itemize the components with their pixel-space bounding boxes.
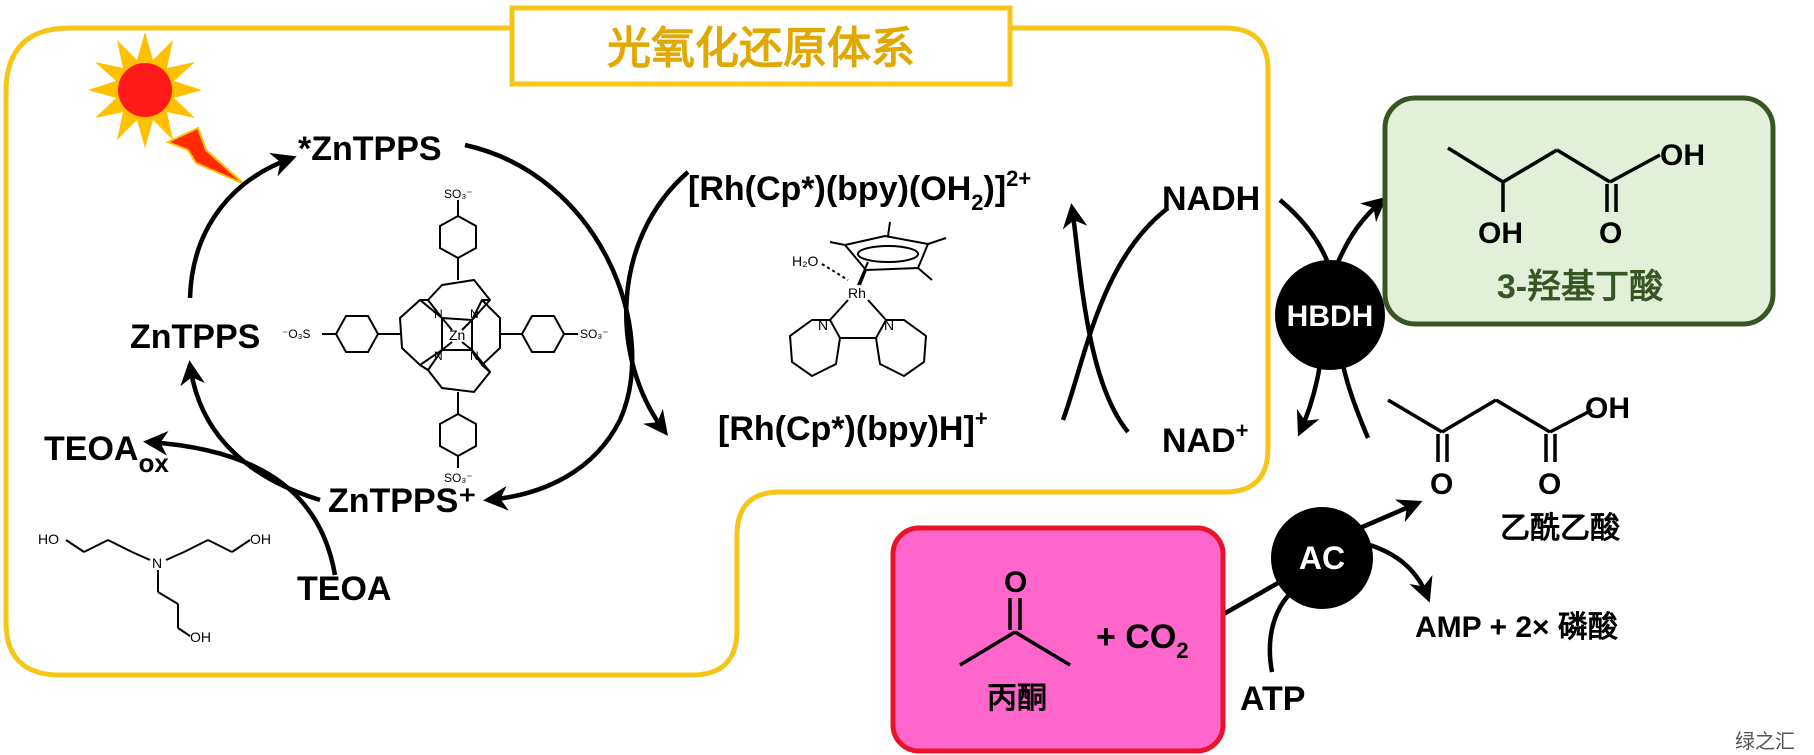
rh-aqua-sup: 2+ [1006, 166, 1031, 191]
rh-hydride-label: [Rh(Cp*)(bpy)H]+ [718, 406, 988, 448]
watermark: 绿之汇 [1735, 730, 1795, 753]
porphyrin-so3-bottom: SO₃⁻ [444, 471, 473, 485]
nad-sup: + [1236, 418, 1249, 443]
co2-sub: 2 [1176, 638, 1188, 663]
amp-label: AMP + 2× 磷酸 [1415, 611, 1619, 644]
acetone-structure [959, 598, 1071, 667]
teoa-ox-label: TEOAox [44, 430, 169, 478]
arrow-excite [187, 152, 297, 299]
rh-aqua-main: [Rh(Cp*)(bpy)(OH [688, 170, 971, 208]
teoa-oh-bottom: OH [190, 629, 211, 645]
arrow-quench [464, 142, 635, 511]
zntpps-plus-label: ZnTPPS⁺ [328, 482, 476, 520]
sun-icon [88, 32, 202, 148]
teoa-n: N [152, 555, 162, 571]
atp-label: ATP [1240, 680, 1305, 718]
porphyrin-so3-left: ⁻O₃S [282, 327, 311, 341]
ac-enzyme [1271, 507, 1373, 609]
teoa-ox-sub: ox [138, 448, 169, 478]
teoa-ox-main: TEOA [44, 430, 138, 468]
porphyrin-n4: N [470, 349, 479, 363]
nadh-label: NADH [1162, 180, 1260, 218]
arrow-ac-to-acetoacetate [1359, 499, 1423, 531]
rh-hydride-sup: + [975, 406, 988, 431]
3-hydroxybutyrate-structure [1447, 146, 1661, 212]
arrow-nad-to-nadh [1060, 206, 1170, 421]
zntpps-label: ZnTPPS [130, 318, 260, 356]
porphyrin-n1: N [434, 307, 443, 321]
product-box [1382, 95, 1776, 327]
rh-complex-structure [788, 221, 947, 378]
acetone-label: 丙酮 [987, 682, 1047, 715]
product-o: O [1599, 217, 1622, 250]
hbdh-label: HBDH [1287, 300, 1374, 333]
nad-main: NAD [1162, 422, 1236, 460]
rh-h2o: H₂O [792, 253, 819, 269]
porphyrin-n3: N [434, 349, 443, 363]
acetoacetate-structure [1387, 398, 1593, 462]
page-title: 光氧化还原体系 [607, 24, 915, 73]
arrow-hbdh-to-product [1335, 196, 1387, 263]
teoa-structure [65, 539, 251, 637]
lightning-icon [165, 126, 245, 185]
rh-aqua-sub: 2 [971, 190, 983, 215]
acetoacetate-label: 乙酰乙酸 [1500, 512, 1621, 545]
porphyrin-so3-top: SO₃⁻ [444, 187, 473, 201]
porphyrin-so3-right: SO₃⁻ [580, 327, 609, 341]
title-box [509, 5, 1013, 87]
acetoacetate-o-left: O [1430, 468, 1453, 501]
rh-hydride-main: [Rh(Cp*)(bpy)H] [718, 410, 975, 448]
porphyrin-zn: Zn [449, 327, 465, 343]
teoa-ho-left: HO [38, 531, 59, 547]
arrow-rh-right [1089, 172, 1140, 432]
zntpps-structure [322, 200, 578, 468]
co2-label: + CO2 [1096, 618, 1189, 663]
teoa-oh-right: OH [250, 531, 271, 547]
acetoacetate-oh: OH [1585, 392, 1630, 425]
rh-n-left: N [818, 317, 828, 333]
arrow-rh-regeneration [1062, 203, 1130, 434]
acetone-o: O [1004, 566, 1027, 599]
porphyrin-n2: N [470, 307, 479, 321]
hbdh-enzyme [1275, 260, 1385, 370]
rh-n-right: N [884, 317, 894, 333]
arrow-reduction [180, 360, 321, 503]
arrow-ac-to-amp [1369, 542, 1433, 603]
rh-center: Rh [848, 285, 866, 301]
arrow-rh-left [624, 170, 690, 436]
rh-aqua-label: [Rh(Cp*)(bpy)(OH2)]2+ [688, 166, 1031, 215]
product-label: 3-羟基丁酸 [1497, 268, 1664, 306]
teoa-label: TEOA [297, 570, 391, 608]
ac-label: AC [1299, 540, 1345, 576]
arrow-teoa [143, 430, 338, 576]
rh-aqua-close: )] [984, 170, 1007, 208]
zntpps-excited-label: *ZnTPPS [298, 130, 442, 168]
acetone-box [890, 525, 1226, 754]
nad-label: NAD+ [1162, 418, 1249, 460]
product-oh-top: OH [1660, 139, 1705, 172]
co2-main: + CO [1096, 618, 1176, 656]
product-oh-bottom: OH [1478, 217, 1523, 250]
acetoacetate-o-right: O [1538, 468, 1561, 501]
photoredox-frame [3, 25, 1271, 678]
